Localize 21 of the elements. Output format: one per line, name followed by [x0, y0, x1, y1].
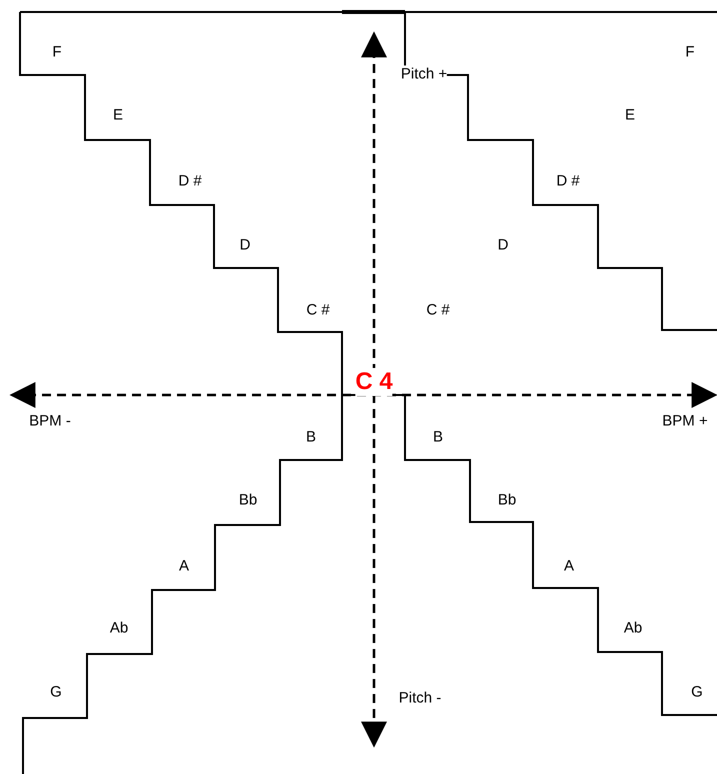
note-label: E	[113, 106, 123, 124]
note-label: F	[52, 44, 62, 60]
note-label: D #	[556, 172, 580, 190]
note-label: G	[691, 684, 703, 700]
note-label: Bb	[498, 492, 516, 508]
note-label: B	[306, 428, 316, 446]
note-label: C #	[426, 302, 450, 318]
note-label: A	[179, 558, 189, 574]
note-label: D #	[178, 172, 202, 190]
note-label: D	[240, 236, 250, 254]
note-label: C #	[306, 302, 330, 318]
note-label: Bb	[238, 492, 258, 508]
note-label: F	[685, 44, 695, 60]
note-label: E	[625, 106, 635, 124]
center-note-label: C 4	[355, 368, 393, 396]
note-label: A	[564, 558, 574, 574]
note-label: B	[433, 428, 443, 446]
note-label: Ab	[624, 620, 642, 636]
note-label: G	[50, 684, 62, 700]
note-label: D	[498, 236, 508, 254]
note-label: Ab	[110, 620, 128, 636]
